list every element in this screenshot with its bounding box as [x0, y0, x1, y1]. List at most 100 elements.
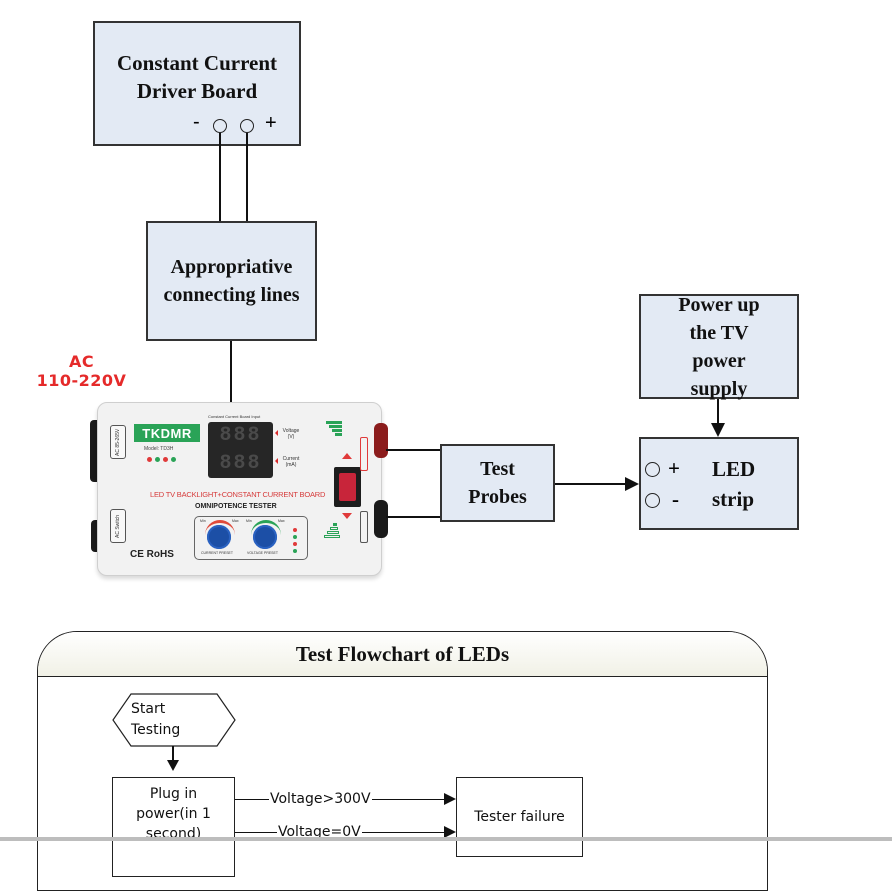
- wire-driver-minus: [219, 133, 221, 222]
- start-hexagon-shape: [112, 693, 236, 747]
- start-testing-node: Start Testing: [131, 699, 201, 741]
- start-line1: Start: [131, 701, 166, 717]
- model-label: Model: TD3H: [144, 446, 174, 452]
- preset-panel: Min Max CURRENT PRESET Min Max VOLTAGE P…: [194, 516, 308, 560]
- power-switch[interactable]: [334, 467, 361, 507]
- led-plus-label: +: [668, 456, 680, 480]
- display-input-label: Constant Current Board Input: [208, 414, 261, 419]
- plus-terminal-label-box: [360, 437, 368, 471]
- driver-plus-label: +: [265, 112, 277, 134]
- set-current-indicator-icon: [324, 523, 340, 538]
- arrow-right-icon: [444, 793, 456, 805]
- led-minus-terminal-icon: [645, 493, 660, 508]
- driver-board-title-line2: Driver Board: [136, 79, 258, 103]
- voltage-unit-label: Voltage (V): [275, 428, 302, 440]
- start-line2: Testing: [131, 722, 181, 738]
- knob-left-min: Min: [200, 519, 206, 523]
- connecting-lines-line2: connecting lines: [163, 284, 300, 306]
- test-probes-box: Test Probes: [440, 444, 555, 522]
- led-dot-red: [147, 457, 152, 462]
- wire-black-probe: [386, 516, 442, 518]
- connecting-lines-box: Appropriative connecting lines: [146, 221, 317, 341]
- ac-voltage-label: AC 110-220V: [34, 352, 129, 390]
- red-probe-terminal: [374, 423, 388, 458]
- driver-plus-terminal-icon: [240, 119, 254, 133]
- led-dot-green: [293, 549, 297, 553]
- ac-switch-side: [91, 520, 101, 552]
- cert-marks: CE RoHS: [130, 549, 174, 560]
- arrow-right-icon: [625, 477, 639, 491]
- edge-label-voltage-zero: Voltage=0V: [277, 824, 362, 840]
- power-supply-line1: Power up: [678, 293, 760, 316]
- test-probes-line1: Test: [480, 458, 515, 480]
- status-led-dots: [147, 457, 176, 462]
- arrow-down-icon: [711, 423, 725, 437]
- ac-switch-label-tab: AC Switch: [110, 509, 126, 543]
- plug-in-power-node: Plug in power(in 1 second): [112, 777, 235, 877]
- led-strip-box: [639, 437, 799, 530]
- power-supply-line3: power: [692, 349, 746, 372]
- ac-input-label-tab: AC 85-265V: [110, 425, 126, 459]
- led-dot-green: [155, 457, 160, 462]
- edge-label-voltage-over-300: Voltage>300V: [269, 791, 372, 807]
- voltage-preset-label: VOLTAGE PRESET: [247, 551, 278, 555]
- down-arrow-icon: [342, 513, 352, 519]
- up-arrow-icon: [342, 453, 352, 459]
- product-name-red: LED TV BACKLIGHT+CONSTANT CURRENT BOARD: [150, 490, 326, 499]
- led-dot-red: [293, 542, 297, 546]
- led-strip-line1: LED: [712, 457, 756, 481]
- led-dot-red: [163, 457, 168, 462]
- power-supply-line2: the TV: [689, 321, 749, 344]
- led-dot-red: [293, 528, 297, 532]
- arrow-down-icon: [167, 760, 179, 771]
- power-switch-rocker[interactable]: [339, 473, 356, 501]
- current-preset-knob[interactable]: [207, 525, 231, 549]
- panel-led-dots: [293, 528, 297, 553]
- power-supply-line4: supply: [690, 377, 748, 400]
- voltage-readout: 888: [219, 424, 262, 447]
- auto-current-indicator-icon: [326, 421, 342, 436]
- knob-right-arc: [251, 520, 281, 536]
- plug-in-line3: second): [145, 826, 202, 842]
- power-supply-box: Power up the TV power supply: [639, 293, 799, 400]
- product-name-black: OMNIPOTENCE TESTER: [195, 503, 277, 510]
- driver-minus-label: -: [193, 111, 200, 133]
- probe-to-led-line: [555, 483, 627, 485]
- flowchart-title: Test Flowchart of LEDs: [38, 632, 767, 677]
- knob-right-min: Min: [246, 519, 252, 523]
- connecting-lines-line1: Appropriative: [170, 256, 293, 278]
- led-plus-terminal-icon: [645, 462, 660, 477]
- seven-segment-display: 888 888: [208, 422, 273, 478]
- wire-driver-plus: [246, 133, 248, 222]
- knob-left-arc: [205, 520, 235, 536]
- current-unit-label: Current (mA): [275, 456, 302, 468]
- plug-in-line2: power(in 1: [136, 806, 211, 822]
- driver-board-box: Constant Current Driver Board: [93, 21, 301, 146]
- led-dot-green: [171, 457, 176, 462]
- power-to-led-line: [717, 399, 719, 425]
- ac-label-line1: AC: [68, 352, 95, 371]
- voltage-preset-knob[interactable]: [253, 525, 277, 549]
- wire-to-tester: [230, 341, 232, 403]
- test-probes-line2: Probes: [468, 486, 527, 508]
- plug-in-line1: Plug in: [149, 786, 198, 802]
- arrow-right-icon: [444, 826, 456, 838]
- black-probe-terminal: [374, 500, 388, 538]
- led-tester-device: AC 85-265V AC Switch TKDMR Model: TD3H C…: [97, 402, 382, 576]
- tester-failure-node: Tester failure: [456, 777, 583, 857]
- led-strip-line2: strip: [712, 487, 754, 511]
- driver-minus-terminal-icon: [213, 119, 227, 133]
- knob-right-max: Max: [278, 519, 285, 523]
- brand-logo: TKDMR: [134, 424, 200, 442]
- knob-left-max: Max: [232, 519, 239, 523]
- led-minus-label: -: [672, 487, 679, 511]
- ac-label-line2: 110-220V: [36, 371, 127, 390]
- minus-terminal-label-box: [360, 511, 368, 543]
- led-dot-green: [293, 535, 297, 539]
- page-bottom-divider: [0, 837, 892, 841]
- driver-board-title-line1: Constant Current: [116, 51, 278, 75]
- wire-red-probe: [386, 449, 442, 451]
- current-preset-label: CURRENT PRESET: [201, 551, 234, 555]
- start-to-plug-line: [172, 746, 174, 762]
- current-readout: 888: [219, 452, 262, 475]
